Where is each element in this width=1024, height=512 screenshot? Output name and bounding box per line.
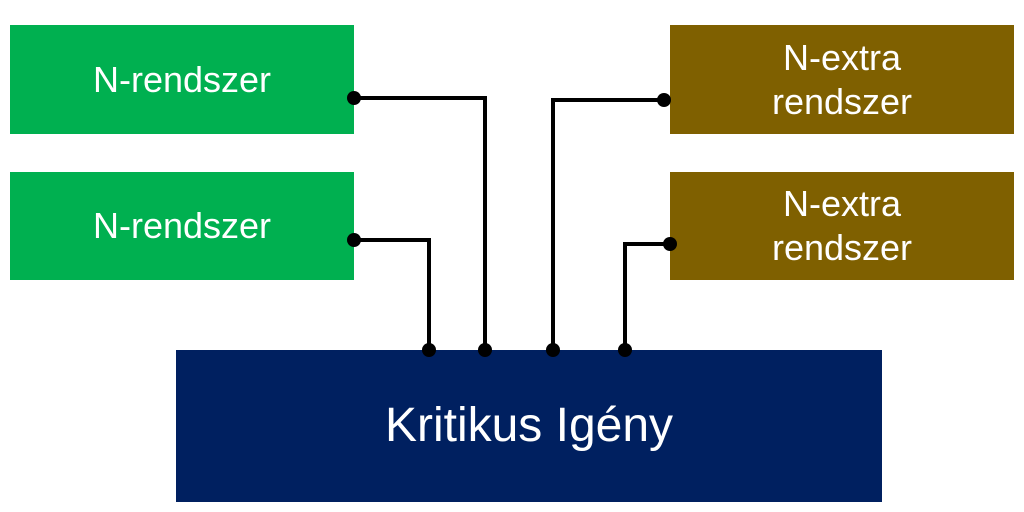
extra-system-label-2-line2: rendszer — [771, 227, 913, 268]
extra-system-label-2-line1: N-extra — [782, 183, 902, 224]
connector-n1 — [354, 96, 487, 350]
n-system-box-2: N-rendszer — [10, 172, 354, 280]
n-system-label-2: N-rendszer — [92, 205, 272, 246]
extra-system-label-1: N-extra rendszer — [772, 36, 912, 124]
extra-system-label-1-line2: rendszer — [771, 80, 913, 122]
extra-system-box-2: N-extra rendszer — [670, 172, 1014, 280]
critical-demand-label: Kritikus Igény — [384, 399, 674, 452]
extra-system-label-2: N-extra rendszer — [772, 182, 912, 270]
n-system-box-1: N-rendszer — [10, 25, 354, 134]
extra-system-label-1-line1: N-extra — [782, 36, 902, 78]
critical-demand-box: Kritikus Igény — [176, 350, 882, 502]
extra-system-box-1: N-extra rendszer — [670, 25, 1014, 134]
n-system-label-1: N-rendszer — [92, 58, 272, 100]
connector-dot-e1-start — [657, 93, 671, 107]
connector-e1 — [551, 98, 664, 350]
connector-e2 — [623, 242, 670, 350]
connector-n2 — [354, 238, 431, 350]
